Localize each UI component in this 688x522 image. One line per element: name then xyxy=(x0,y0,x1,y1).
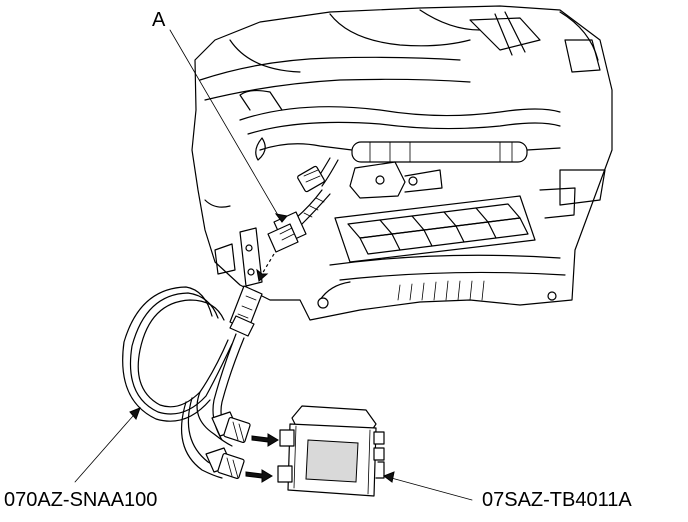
test-harness xyxy=(122,285,263,479)
leader-harness xyxy=(74,407,141,483)
engine-compartment xyxy=(191,5,613,321)
harness-plug-lower xyxy=(205,447,273,483)
test-box xyxy=(277,405,385,497)
disconnect-indicator xyxy=(256,253,275,282)
vehicle-connector-upper xyxy=(297,157,339,193)
leader-tool xyxy=(382,471,473,501)
harness-plug-upper xyxy=(211,411,279,447)
callout-tool: 07SAZ-TB4011A xyxy=(482,489,632,511)
callout-a: A xyxy=(152,9,166,31)
leader-a xyxy=(169,29,288,223)
callout-harness: 070AZ-SNAA100 xyxy=(4,489,157,511)
